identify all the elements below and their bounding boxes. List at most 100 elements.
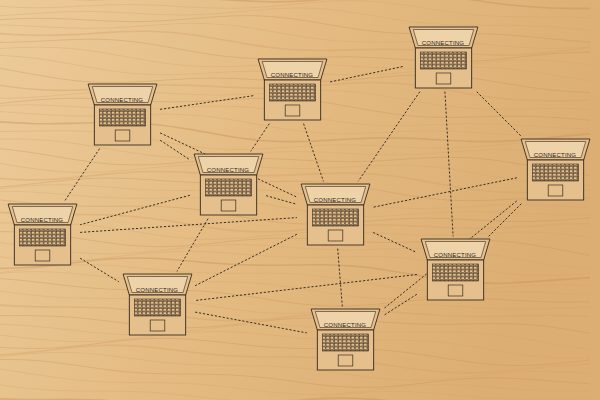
screen-status-text: CONNECTING bbox=[271, 72, 313, 78]
laptop-lid bbox=[123, 274, 192, 295]
screen-status-text: CONNECTING bbox=[21, 217, 63, 223]
grain-line bbox=[0, 139, 590, 160]
grain-line bbox=[0, 338, 590, 365]
laptop-drawing bbox=[86, 83, 159, 147]
dotted-connection bbox=[177, 219, 208, 271]
dotted-connection bbox=[65, 149, 100, 201]
laptop-node: CONNECTING bbox=[121, 273, 194, 337]
laptop-keyboard bbox=[420, 52, 466, 69]
laptop-base bbox=[200, 175, 256, 215]
laptop-screen bbox=[198, 157, 258, 173]
laptop-screen bbox=[262, 62, 322, 78]
laptop-node: CONNECTING bbox=[309, 308, 382, 372]
dotted-connection bbox=[374, 233, 417, 253]
laptop-screen bbox=[425, 242, 485, 258]
grain-line bbox=[0, 1, 590, 18]
laptop-keyboard bbox=[205, 179, 251, 196]
laptop-base bbox=[307, 205, 363, 245]
laptop-screen bbox=[12, 207, 72, 223]
laptop-base bbox=[94, 105, 150, 145]
grain-line bbox=[0, 368, 590, 395]
laptop-base bbox=[129, 295, 185, 335]
screen-area: CONNECTING bbox=[192, 158, 265, 176]
laptop-node: CONNECTING bbox=[407, 26, 480, 90]
laptop-touchpad bbox=[285, 105, 300, 116]
grain-line bbox=[0, 199, 590, 224]
laptop-base bbox=[415, 48, 471, 88]
grain-line bbox=[0, 23, 590, 48]
laptop-lid bbox=[421, 239, 490, 260]
screen-status-text: CONNECTING bbox=[207, 167, 249, 173]
dotted-connection bbox=[304, 124, 324, 181]
laptop-drawing bbox=[121, 273, 194, 337]
dotted-connection bbox=[251, 124, 269, 151]
grain-line bbox=[0, 352, 590, 380]
laptop-screen bbox=[315, 312, 375, 328]
laptop-lid bbox=[258, 59, 327, 80]
dotted-connection bbox=[374, 178, 517, 207]
grain-line bbox=[0, 272, 590, 299]
screen-area: CONNECTING bbox=[407, 31, 480, 49]
laptop-touchpad bbox=[35, 250, 50, 261]
screen-area: CONNECTING bbox=[256, 63, 329, 81]
grain-line bbox=[0, 171, 590, 192]
laptop-drawing bbox=[519, 138, 592, 202]
laptop-lid bbox=[301, 184, 370, 205]
laptop-drawing bbox=[6, 203, 79, 267]
screen-status-text: CONNECTING bbox=[434, 252, 476, 258]
grain-line bbox=[0, 398, 590, 400]
laptop-drawing bbox=[419, 238, 492, 302]
dotted-connection bbox=[161, 140, 190, 159]
screen-area: CONNECTING bbox=[121, 278, 194, 296]
laptop-keyboard bbox=[134, 299, 180, 316]
laptop-touchpad bbox=[436, 73, 451, 84]
grain-line bbox=[0, 31, 590, 55]
laptop-lid bbox=[311, 309, 380, 330]
screen-area: CONNECTING bbox=[6, 208, 79, 226]
screen-status-text: CONNECTING bbox=[314, 197, 356, 203]
laptop-drawing bbox=[299, 183, 372, 247]
grain-line bbox=[0, 148, 590, 176]
laptop-drawing bbox=[192, 153, 265, 217]
grain-line bbox=[0, 178, 590, 201]
grain-line bbox=[0, 131, 590, 150]
screen-status-text: CONNECTING bbox=[324, 322, 366, 328]
grain-line bbox=[0, 258, 590, 283]
grain-line bbox=[0, 55, 590, 81]
screen-area: CONNECTING bbox=[519, 143, 592, 161]
laptop-node: CONNECTING bbox=[192, 153, 265, 217]
grain-line bbox=[0, 16, 590, 43]
dotted-connection bbox=[338, 249, 343, 306]
laptop-base bbox=[527, 160, 583, 200]
dotted-connection bbox=[196, 275, 417, 301]
laptop-node: CONNECTING bbox=[299, 183, 372, 247]
dotted-connection bbox=[196, 312, 307, 333]
grain-line bbox=[0, 212, 590, 232]
laptop-screen bbox=[413, 30, 473, 46]
laptop-base bbox=[427, 260, 483, 300]
screen-area: CONNECTING bbox=[299, 188, 372, 206]
grain-line bbox=[0, 345, 590, 373]
laptop-keyboard bbox=[432, 264, 478, 281]
laptop-keyboard bbox=[99, 109, 145, 126]
laptop-keyboard bbox=[269, 84, 315, 101]
laptop-drawing bbox=[309, 308, 382, 372]
laptop-keyboard bbox=[532, 164, 578, 181]
grain-line bbox=[0, 383, 590, 400]
laptop-screen bbox=[127, 277, 187, 293]
grain-line bbox=[0, 359, 590, 387]
laptop-keyboard bbox=[312, 209, 358, 226]
grain-line bbox=[0, 191, 590, 216]
dotted-connection bbox=[81, 218, 297, 233]
laptop-touchpad bbox=[150, 320, 165, 331]
laptop-node: CONNECTING bbox=[419, 238, 492, 302]
screen-area: CONNECTING bbox=[419, 243, 492, 261]
grain-line bbox=[0, 278, 590, 306]
dotted-connection bbox=[477, 92, 521, 136]
dotted-connection bbox=[196, 234, 297, 285]
laptop-base bbox=[14, 225, 70, 265]
laptop-touchpad bbox=[548, 185, 563, 196]
screen-status-text: CONNECTING bbox=[136, 287, 178, 293]
laptop-base bbox=[317, 330, 373, 370]
